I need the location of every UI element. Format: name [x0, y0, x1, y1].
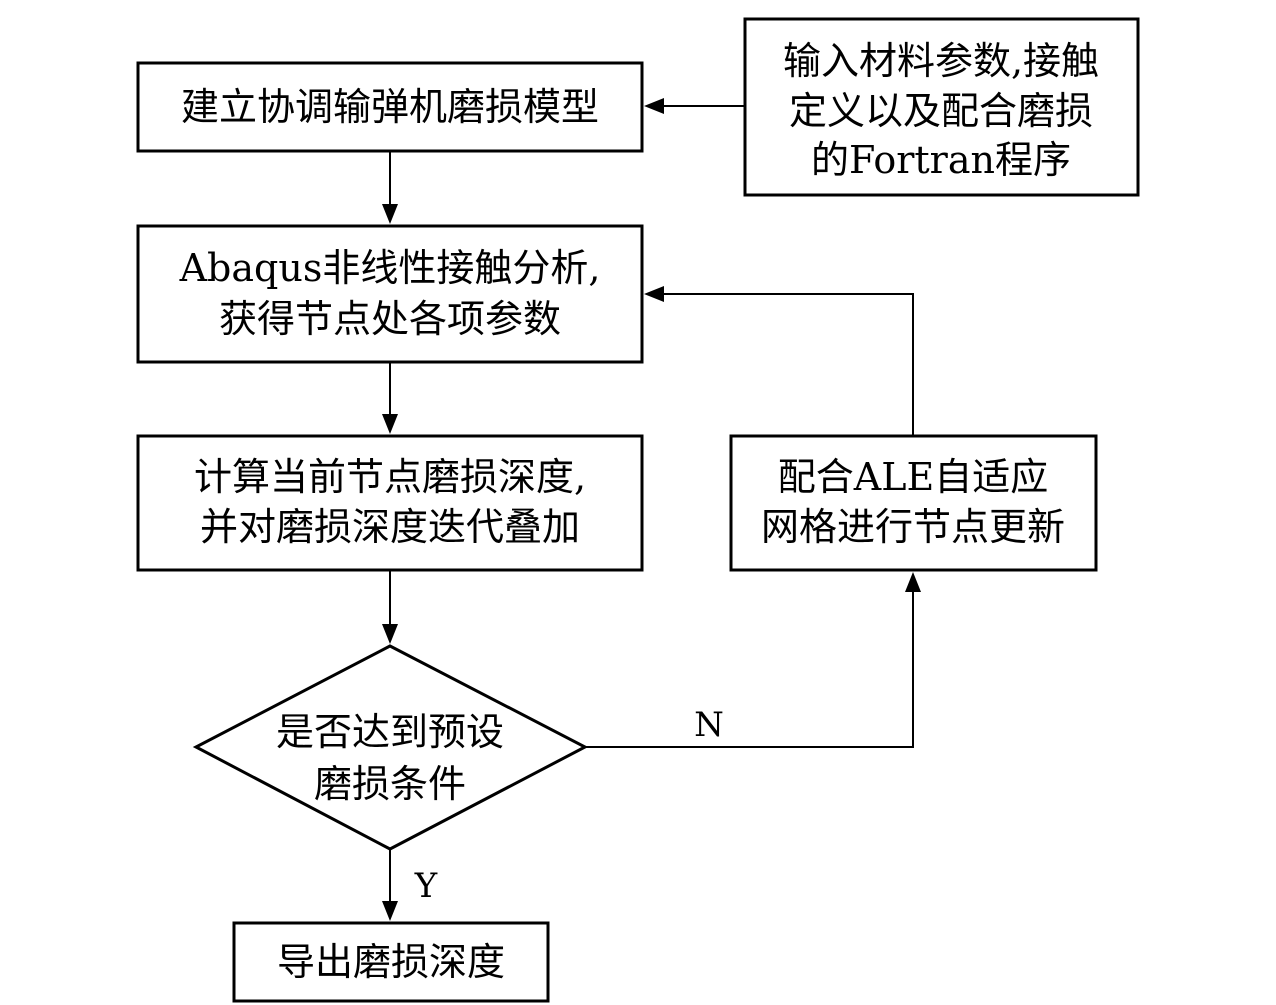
edge-label-yes: Y — [414, 866, 438, 906]
edge-compute-to-decision — [382, 570, 398, 644]
edge-ale-to-abaqus — [644, 286, 914, 436]
node-ale-update-line-2: 网格进行节点更新 — [761, 505, 1065, 549]
edge-decision-to-export — [382, 849, 398, 921]
node-input-params-line-2: 定义以及配合磨损 — [789, 89, 1093, 133]
node-input-params-line-1: 输入材料参数,接触 — [783, 39, 1099, 83]
node-decision: 是否达到预设 磨损条件 — [192, 644, 589, 851]
edge-abaqus-to-compute — [382, 362, 398, 434]
node-compute-wear: 计算当前节点磨损深度, 并对磨损深度迭代叠加 — [136, 434, 644, 572]
edge-input-to-build — [644, 98, 745, 114]
node-export-line-1: 导出磨损深度 — [277, 940, 505, 984]
node-compute-wear-line-2: 并对磨损深度迭代叠加 — [200, 505, 580, 549]
node-ale-update-line-1: 配合ALE自适应 — [778, 455, 1048, 499]
edge-label-no: N — [694, 705, 724, 745]
node-build-model: 建立协调输弹机磨损模型 — [136, 61, 644, 153]
node-ale-update: 配合ALE自适应 网格进行节点更新 — [729, 434, 1098, 572]
node-input-params: 输入材料参数,接触 定义以及配合磨损 的Fortran程序 — [743, 17, 1140, 197]
node-abaqus: Abaqus非线性接触分析, 获得节点处各项参数 — [136, 224, 644, 364]
edge-decision-to-ale — [585, 572, 921, 748]
node-abaqus-line-2: 获得节点处各项参数 — [219, 297, 561, 341]
node-input-params-line-3: 的Fortran程序 — [811, 138, 1071, 182]
node-decision-line-2: 磨损条件 — [314, 762, 466, 806]
node-compute-wear-line-1: 计算当前节点磨损深度, — [194, 455, 586, 499]
edge-build-to-abaqus — [382, 151, 398, 224]
node-export: 导出磨损深度 — [232, 921, 550, 1003]
node-abaqus-line-1: Abaqus非线性接触分析, — [179, 246, 601, 290]
node-decision-line-1: 是否达到预设 — [276, 710, 504, 754]
node-build-model-line-1: 建立协调输弹机磨损模型 — [181, 85, 599, 129]
